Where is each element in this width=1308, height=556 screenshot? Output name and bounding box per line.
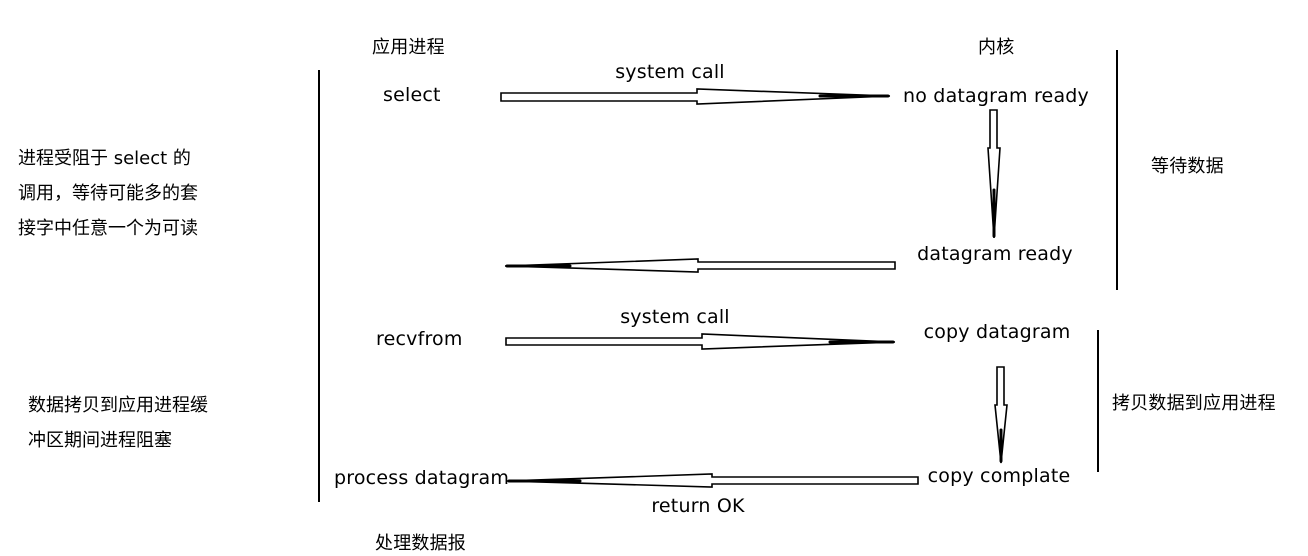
no-datagram-ready-label: no datagram ready bbox=[903, 85, 1089, 107]
system-call-label-1: system call bbox=[615, 61, 725, 83]
return-ok-arrow bbox=[506, 473, 919, 488]
system-call-arrow-2 bbox=[505, 333, 896, 350]
note-line: 调用，等待可能多的套 bbox=[18, 183, 198, 204]
note-line: 进程受阻于 select 的 bbox=[18, 148, 191, 169]
note-line: 数据拷贝到应用进程缓 bbox=[28, 395, 208, 416]
recvfrom-label: recvfrom bbox=[376, 328, 463, 350]
wait-phase-bracket bbox=[1116, 50, 1118, 290]
copy-down-arrow bbox=[994, 366, 1008, 464]
app-timeline-line bbox=[318, 70, 320, 502]
copy-complete-label: copy complate bbox=[927, 465, 1071, 487]
app-process-header: 应用进程 bbox=[372, 37, 445, 58]
return-ok-label: return OK bbox=[651, 495, 745, 517]
datagram-ready-label: datagram ready bbox=[917, 243, 1073, 265]
copy-data-label: 拷贝数据到应用进程 bbox=[1112, 393, 1276, 414]
system-call-arrow-1 bbox=[500, 88, 891, 105]
copy-phase-bracket bbox=[1097, 330, 1099, 472]
kernel-header: 内核 bbox=[978, 37, 1015, 58]
system-call-label-2: system call bbox=[620, 306, 730, 328]
copy-block-note: 数据拷贝到应用进程缓 冲区期间进程阻塞 bbox=[28, 388, 208, 458]
process-data-footer: 处理数据报 bbox=[375, 533, 466, 554]
select-block-note: 进程受阻于 select 的 调用，等待可能多的套 接字中任意一个为可读 bbox=[18, 141, 198, 246]
process-datagram-label: process datagram bbox=[334, 467, 510, 489]
copy-datagram-label: copy datagram bbox=[923, 321, 1071, 343]
wait-data-label: 等待数据 bbox=[1151, 156, 1224, 177]
datagram-ready-arrow bbox=[504, 258, 896, 273]
note-line: 接字中任意一个为可读 bbox=[18, 218, 198, 239]
select-label: select bbox=[383, 84, 441, 106]
wait-down-arrow bbox=[987, 109, 1001, 239]
note-line: 冲区期间进程阻塞 bbox=[28, 430, 172, 451]
